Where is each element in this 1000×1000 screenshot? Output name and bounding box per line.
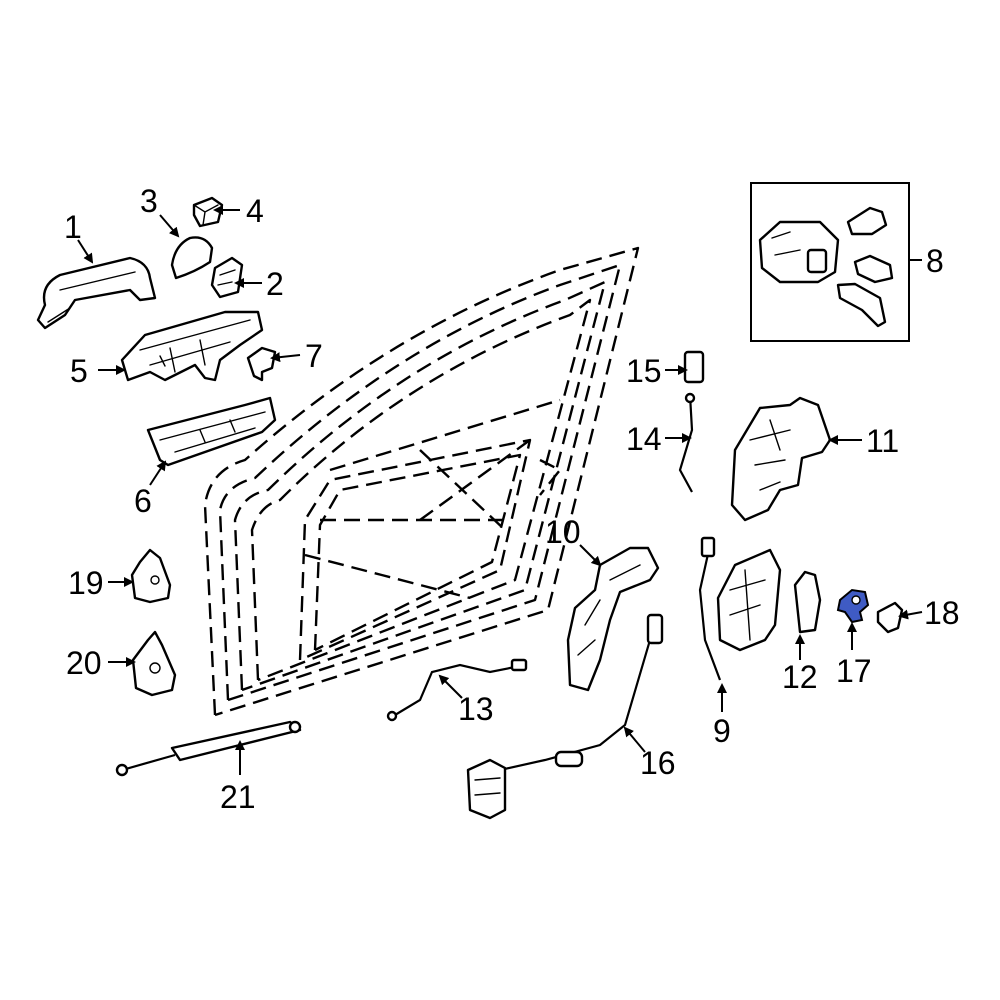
callout-20: 20 bbox=[66, 645, 102, 681]
part-2-cover[interactable] bbox=[210, 256, 244, 299]
part-8-lock-cylinder-kit-inset[interactable] bbox=[750, 182, 910, 342]
callout-8: 8 bbox=[926, 243, 944, 279]
leader-lines bbox=[77, 205, 923, 775]
callout-5: 5 bbox=[70, 353, 88, 389]
part-16-actuator-cable[interactable] bbox=[466, 613, 664, 820]
callout-2: 2 bbox=[266, 266, 284, 302]
callout-17: 17 bbox=[836, 653, 872, 689]
part-17-striker-highlighted[interactable] bbox=[836, 588, 870, 624]
part-7-clip[interactable] bbox=[246, 346, 277, 382]
part-19-upper-hinge[interactable] bbox=[130, 548, 172, 604]
part-21-door-check[interactable] bbox=[115, 720, 302, 777]
callout-labels: 1 2 3 4 5 6 7 8 9 10 11 12 13 14 15 16 1… bbox=[64, 183, 960, 815]
door-frame-outline bbox=[203, 246, 640, 717]
part-18-shim[interactable] bbox=[876, 601, 904, 634]
part-15-cap[interactable] bbox=[683, 350, 705, 384]
callout-14: 14 bbox=[626, 421, 662, 457]
part-1-outside-handle[interactable] bbox=[36, 256, 157, 330]
part-13-cable[interactable] bbox=[386, 658, 528, 722]
callout-7: 7 bbox=[305, 338, 323, 374]
part-6-reinforcement[interactable] bbox=[146, 396, 277, 467]
part-4-block[interactable] bbox=[192, 196, 224, 228]
callout-6: 6 bbox=[134, 483, 152, 519]
part-9-latch-assembly[interactable] bbox=[698, 536, 782, 681]
part-12-plate[interactable] bbox=[793, 570, 822, 634]
part-11-bracket[interactable] bbox=[730, 396, 832, 522]
callout-1: 1 bbox=[64, 209, 82, 245]
part-14-rod[interactable] bbox=[678, 392, 696, 493]
callout-21: 21 bbox=[220, 779, 256, 815]
part-20-lower-hinge[interactable] bbox=[131, 630, 177, 697]
part-3-handle-cap[interactable] bbox=[170, 236, 214, 280]
callout-11: 11 bbox=[866, 423, 899, 459]
callout-12: 12 bbox=[782, 659, 818, 695]
callout-13: 13 bbox=[458, 691, 494, 727]
callout-19: 19 bbox=[68, 565, 104, 601]
callout-16: 16 bbox=[640, 745, 676, 781]
callout-15: 15 bbox=[626, 353, 662, 389]
part-5-handle-carrier[interactable] bbox=[120, 310, 264, 382]
part-10-inside-handle[interactable] bbox=[566, 546, 660, 692]
callout-18: 18 bbox=[924, 595, 960, 631]
callout-9: 9 bbox=[713, 713, 731, 749]
callout-3: 3 bbox=[140, 183, 158, 219]
callout-4: 4 bbox=[246, 193, 264, 229]
callout-10: 10 bbox=[545, 514, 581, 550]
